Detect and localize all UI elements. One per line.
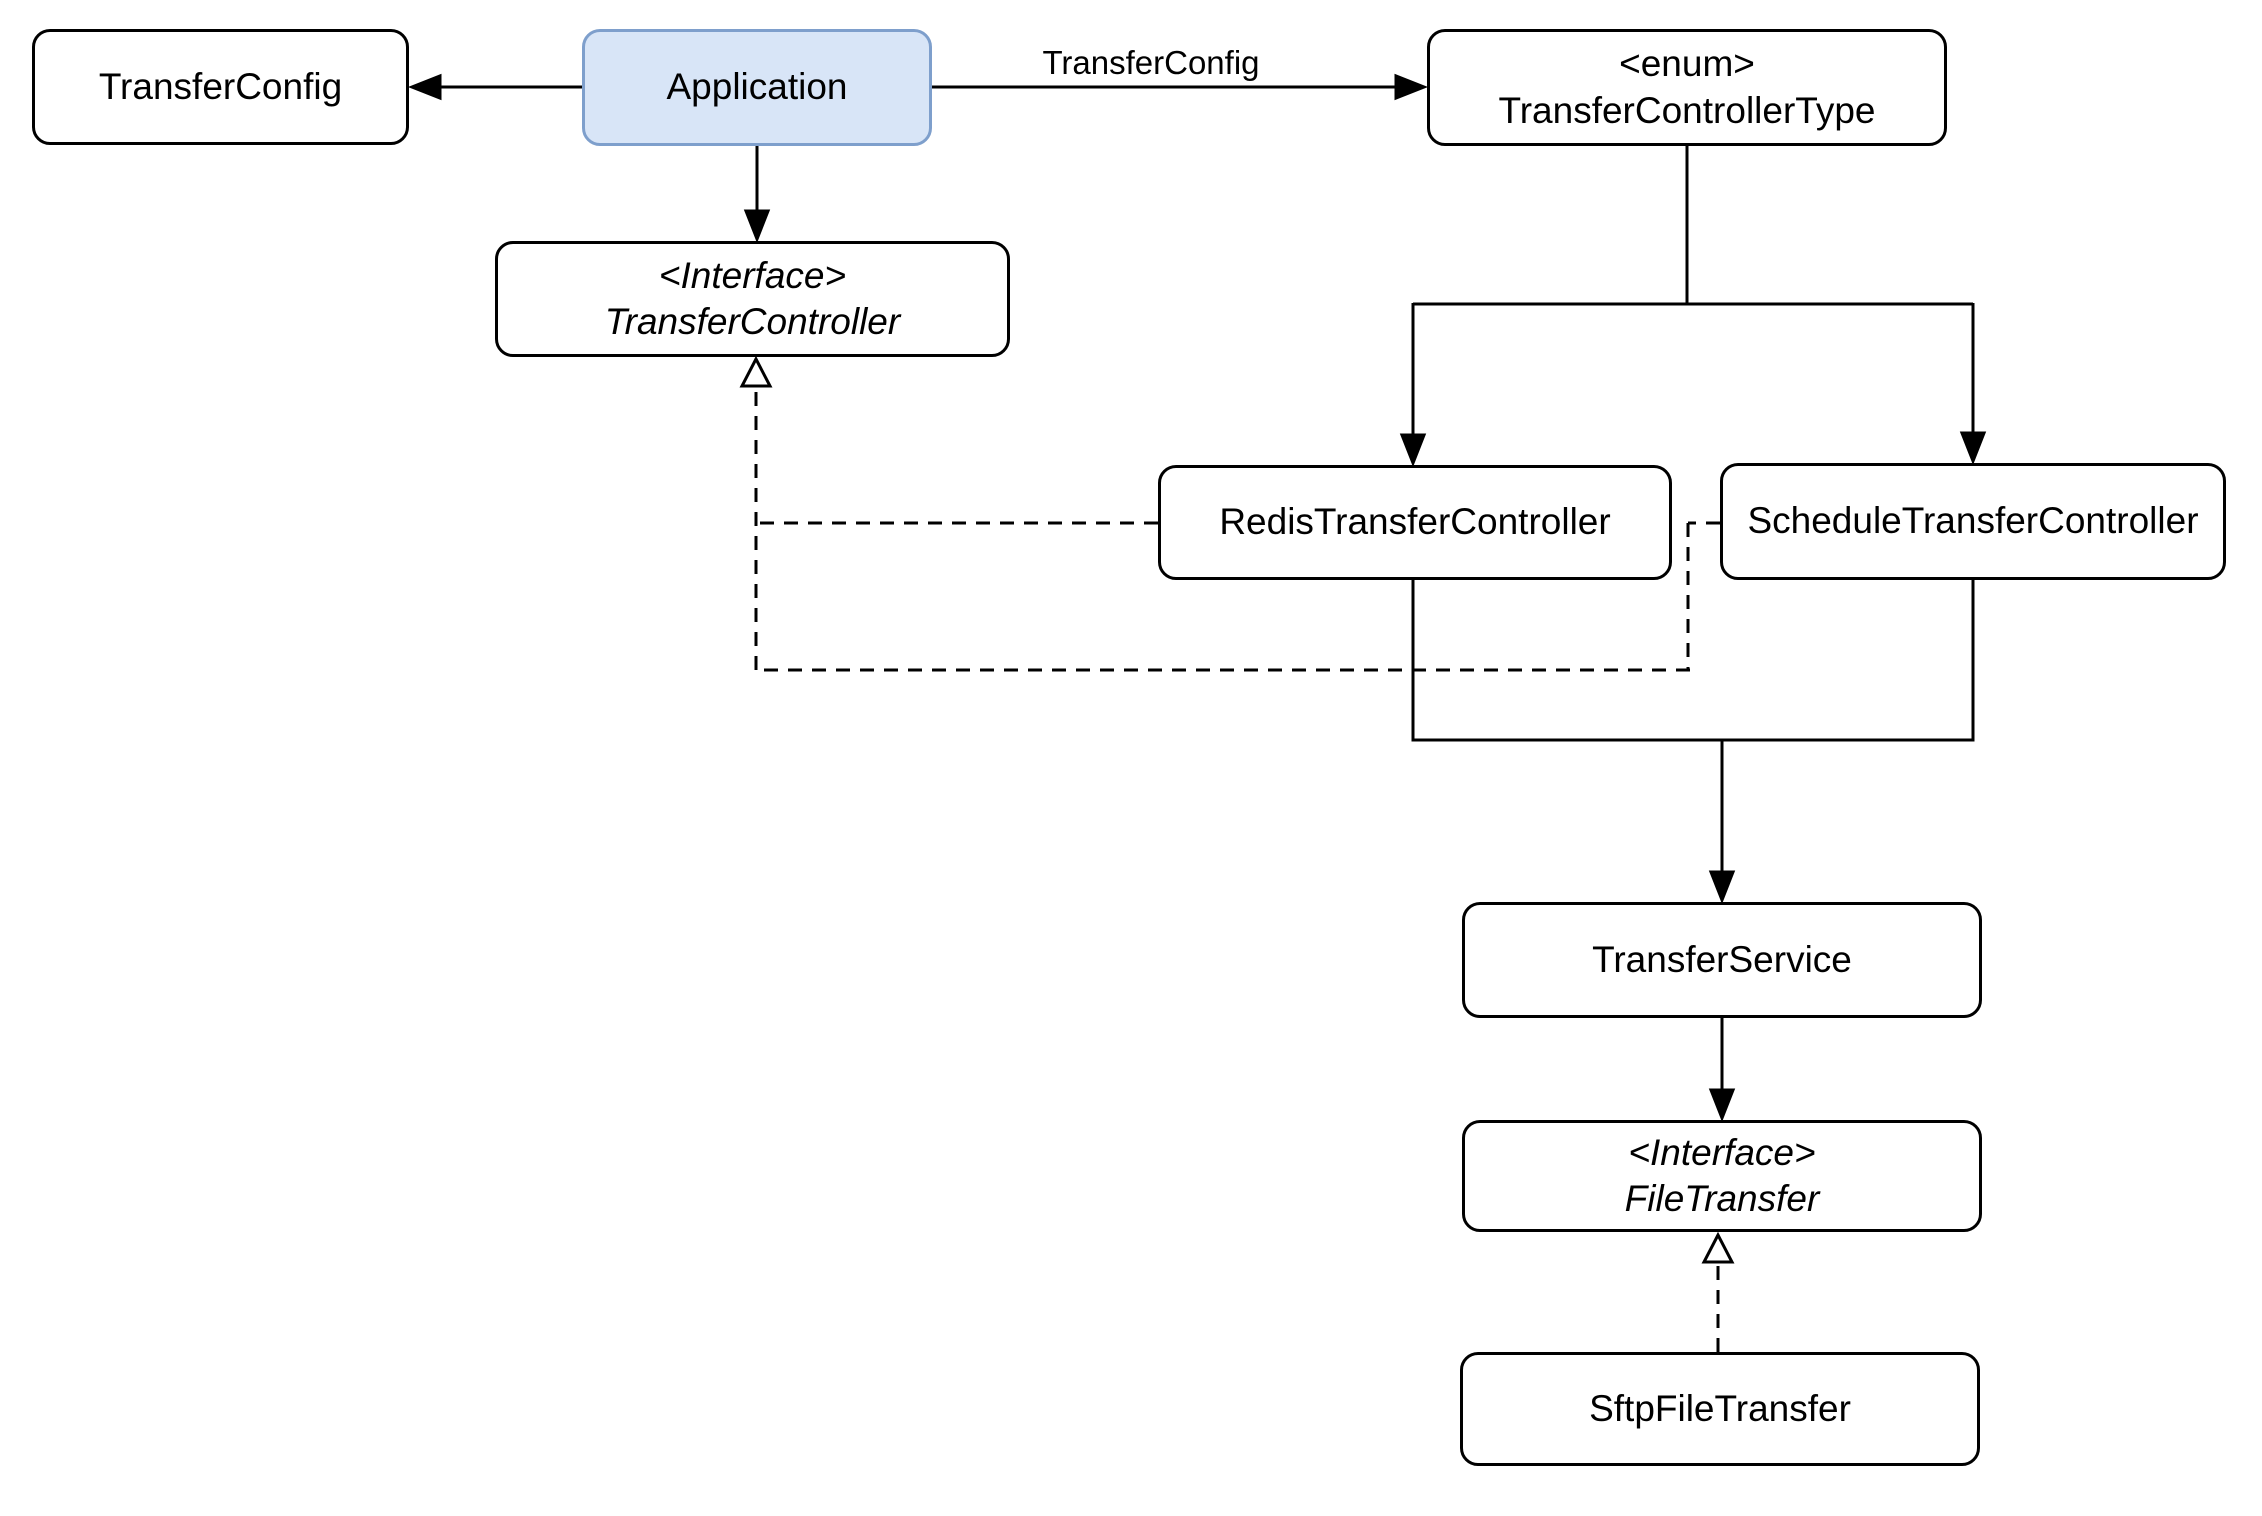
edge-transferservice-to-filetransfer: [1708, 1018, 1736, 1123]
edge-realization-trunk-to-transfercontroller: [739, 355, 773, 670]
edge-transfercontrollertype-split: [1399, 146, 1987, 468]
hollow-triangle-arrowhead: [739, 355, 773, 388]
edge-application-to-transfercontroller: [743, 146, 771, 244]
node-redis-transfer-controller: RedisTransferController: [1158, 465, 1672, 580]
node-stereotype-label: <enum>: [1619, 43, 1755, 85]
node-transfer-service: TransferService: [1462, 902, 1982, 1018]
filled-arrowhead: [1959, 431, 1987, 466]
hollow-triangle-arrowhead: [1701, 1231, 1735, 1264]
node-label: Application: [666, 66, 848, 108]
node-file-transfer-interface: <Interface> FileTransfer: [1462, 1120, 1982, 1232]
node-label: FileTransfer: [1624, 1178, 1820, 1219]
node-application: Application: [582, 29, 932, 146]
node-stereotype-label: <Interface>: [658, 254, 847, 296]
filled-arrowhead: [743, 209, 771, 244]
node-stereotype-label: <Interface>: [1628, 1131, 1816, 1173]
node-label: TransferController: [604, 301, 901, 342]
node-label: ScheduleTransferController: [1747, 500, 2199, 542]
edge-label-transferconfig: TransferConfig: [1042, 44, 1260, 81]
filled-arrowhead: [407, 73, 442, 101]
edge-application-to-transfercontrollertype: [932, 73, 1429, 101]
node-label: TransferService: [1592, 938, 1852, 980]
node-transfer-config: TransferConfig: [32, 29, 409, 145]
node-label: TransferControllerType: [1498, 89, 1876, 131]
edge-application-to-transferconfig: [407, 73, 582, 101]
node-sftp-file-transfer: SftpFileTransfer: [1460, 1352, 1980, 1466]
node-transfer-controller-type: <enum> TransferControllerType: [1427, 29, 1947, 146]
filled-arrowhead: [1708, 1088, 1736, 1123]
node-transfer-controller-interface: <Interface> TransferController: [495, 241, 1010, 357]
edge-schedule-realizes-transfercontroller: [754, 521, 1720, 672]
filled-arrowhead: [1394, 73, 1429, 101]
edge-sftp-realizes-filetransfer: [1701, 1231, 1735, 1352]
node-schedule-transfer-controller: ScheduleTransferController: [1720, 463, 2226, 580]
filled-arrowhead: [1708, 870, 1736, 905]
node-label: TransferConfig: [98, 65, 343, 107]
node-label: RedisTransferController: [1219, 501, 1611, 543]
edge-controllers-to-transferservice: [1411, 580, 1975, 905]
filled-arrowhead: [1399, 433, 1427, 468]
node-label: SftpFileTransfer: [1589, 1387, 1851, 1429]
